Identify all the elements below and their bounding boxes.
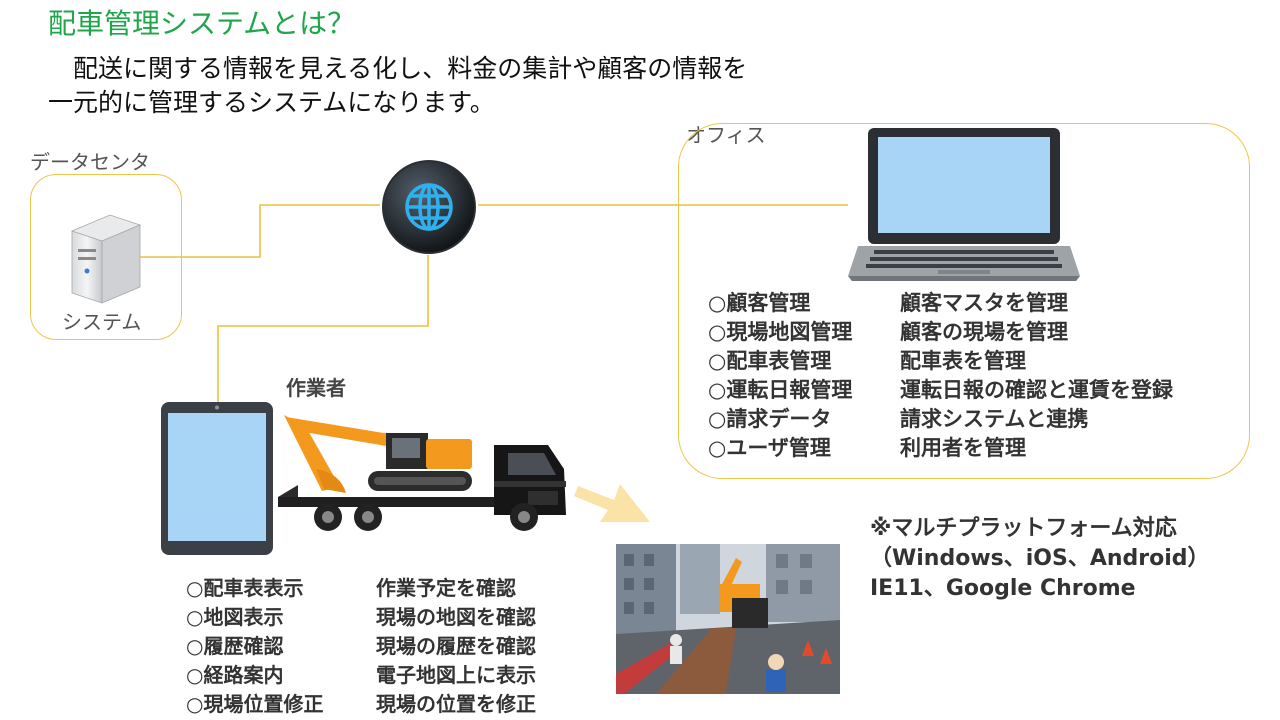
feature-name: ○現場位置修正 [186, 692, 324, 716]
laptop-icon [848, 128, 1080, 281]
platform-note: ※マルチプラットフォーム対応 （Windows、iOS、Android） IE1… [870, 514, 1210, 604]
platform-line-1: ※マルチプラットフォーム対応 [870, 516, 1177, 541]
feature-name: ○配車表表示 [186, 576, 304, 600]
feature-name: ○顧客管理 [708, 291, 811, 315]
list-item: ○経路案内 電子地図上に表示 [186, 661, 536, 690]
datacenter-label: データセンタ [30, 150, 150, 174]
construction-photo [616, 544, 840, 694]
feature-desc: 利用者を管理 [900, 436, 1026, 460]
feature-desc: 作業予定を確認 [376, 576, 516, 600]
feature-desc: 現場の地図を確認 [376, 605, 536, 629]
list-item: ○配車表表示 作業予定を確認 [186, 574, 536, 603]
feature-desc: 現場の位置を修正 [376, 692, 536, 716]
list-item: ○地図表示 現場の地図を確認 [186, 603, 536, 632]
feature-name: ○地図表示 [186, 605, 284, 629]
worker-label: 作業者 [286, 376, 346, 400]
intro-text: 配送に関する情報を見える化し、料金の集計や顧客の情報を 一元的に管理するシステム… [48, 52, 747, 120]
office-box [678, 123, 1250, 479]
feature-desc: 運転日報の確認と運賃を登録 [900, 378, 1173, 402]
list-item: ○運転日報管理 運転日報の確認と運賃を登録 [708, 376, 1173, 405]
intro-line-2: 一元的に管理するシステムになります。 [48, 88, 495, 117]
datacenter-box [30, 174, 182, 340]
feature-name: ○配車表管理 [708, 349, 832, 373]
worker-feature-list: ○配車表表示 作業予定を確認 ○地図表示 現場の地図を確認 ○履歴確認 現場の履歴を確… [186, 574, 536, 719]
list-item: ○現場位置修正 現場の位置を修正 [186, 690, 536, 719]
list-item: ○配車表管理 配車表を管理 [708, 347, 1173, 376]
feature-desc: 顧客の現場を管理 [900, 320, 1068, 344]
server-label: システム [62, 310, 142, 334]
feature-name: ○現場地図管理 [708, 320, 853, 344]
list-item: ○現場地図管理 顧客の現場を管理 [708, 318, 1173, 347]
page-title: 配車管理システムとは？ [48, 7, 356, 40]
feature-name: ○経路案内 [186, 663, 284, 687]
feature-desc: 配車表を管理 [900, 349, 1026, 373]
feature-desc: 現場の履歴を確認 [376, 634, 536, 658]
feature-name: ○ユーザ管理 [708, 436, 831, 460]
feature-name: ○運転日報管理 [708, 378, 853, 402]
platform-line-2: （Windows、iOS、Android） [870, 546, 1210, 571]
globe-icon [382, 160, 476, 254]
list-item: ○ユーザ管理 利用者を管理 [708, 434, 1173, 463]
arrow-icon [574, 484, 650, 522]
platform-line-3: IE11、Google Chrome [870, 576, 1136, 601]
feature-desc: 電子地図上に表示 [376, 663, 536, 687]
feature-desc: 請求システムと連携 [900, 407, 1089, 431]
office-feature-list: ○顧客管理 顧客マスタを管理 ○現場地図管理 顧客の現場を管理 ○配車表管理 配車表を… [708, 289, 1173, 463]
feature-name: ○請求データ [708, 407, 832, 431]
list-item: ○履歴確認 現場の履歴を確認 [186, 632, 536, 661]
feature-desc: 顧客マスタを管理 [900, 291, 1068, 315]
feature-name: ○履歴確認 [186, 634, 284, 658]
server-icon [70, 214, 142, 304]
list-item: ○請求データ 請求システムと連携 [708, 405, 1173, 434]
tablet-icon [161, 402, 273, 555]
list-item: ○顧客管理 顧客マスタを管理 [708, 289, 1173, 318]
truck-icon [278, 415, 566, 531]
intro-line-1: 配送に関する情報を見える化し、料金の集計や顧客の情報を [48, 54, 748, 83]
